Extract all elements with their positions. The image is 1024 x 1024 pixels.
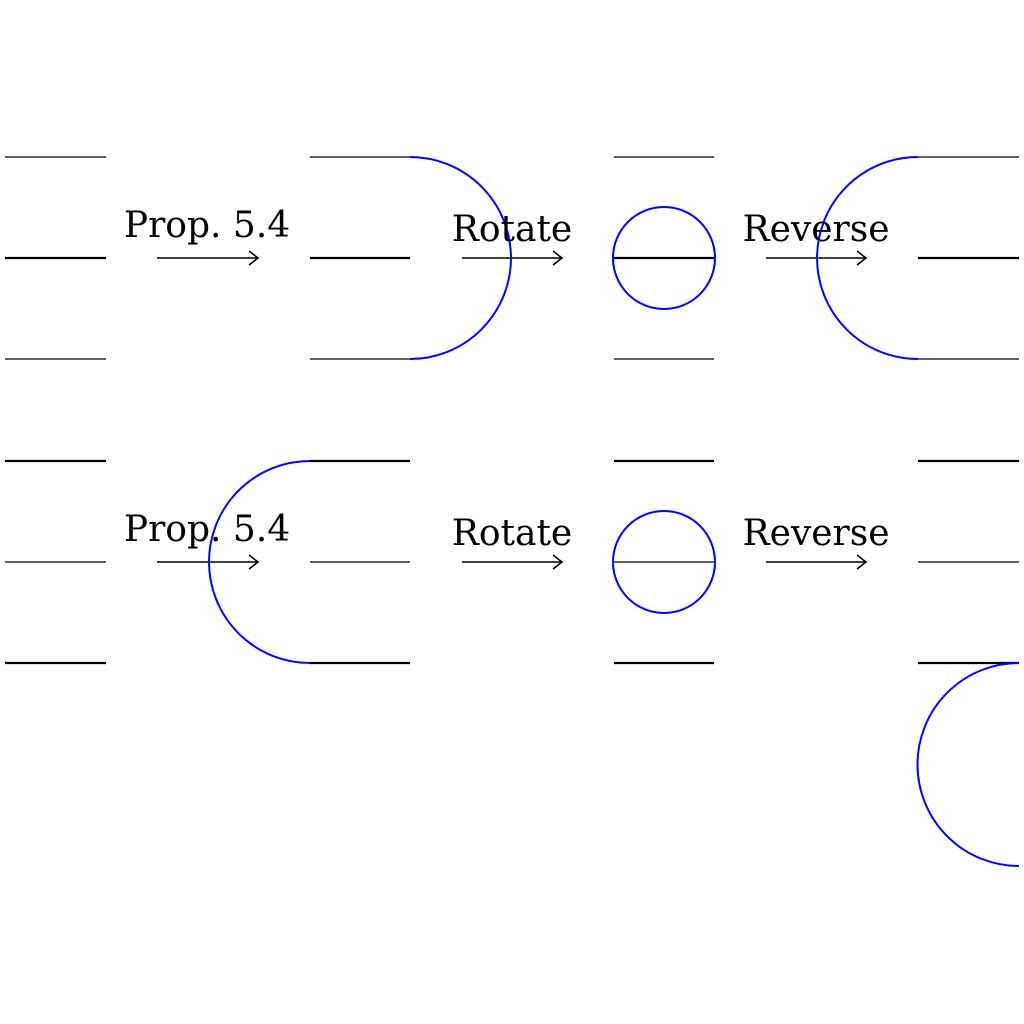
row-1: Prop. 5.4 Rotate Reverse	[5, 156, 1019, 360]
arrow-head-icon	[856, 250, 868, 266]
row-1-arrow-2: Rotate	[452, 209, 572, 266]
row-2-arrow-3: Reverse	[742, 513, 890, 570]
row-1-arrow-1: Prop. 5.4	[124, 205, 290, 266]
arrow-head-icon	[248, 554, 260, 570]
arrow-head-icon	[552, 554, 564, 570]
row-1-arrow-3: Reverse	[742, 209, 890, 266]
row-2-stage-1-strands	[5, 459, 106, 665]
arrow-head-icon	[248, 250, 260, 266]
cap-arc	[816, 156, 919, 360]
row-1-stage-3-strands	[612, 156, 716, 360]
step-label: Prop. 5.4	[124, 205, 290, 246]
row-2-arrow-2: Rotate	[452, 513, 572, 570]
row-2-arrow-1: Prop. 5.4	[124, 509, 290, 570]
row-2-stage-3-strands	[612, 459, 716, 665]
loop-circle	[612, 510, 716, 614]
cap-arc	[916, 662, 1020, 867]
row-1-stage-4-strands	[816, 156, 1019, 360]
row-1-stage-1-strands	[5, 156, 106, 360]
row-2-stage-4-strands	[916, 459, 1020, 867]
loop-circle	[612, 206, 716, 310]
step-label: Reverse	[742, 513, 889, 554]
arrow-head-icon	[856, 554, 868, 570]
row-2-stage-2-strands	[208, 459, 410, 665]
step-label: Prop. 5.4	[124, 509, 290, 550]
step-label: Rotate	[452, 513, 572, 554]
step-label: Rotate	[452, 209, 572, 250]
cap-arc	[208, 460, 311, 664]
step-label: Reverse	[742, 209, 889, 250]
row-2: Prop. 5.4 Rotate Reverse	[5, 459, 1020, 867]
arrow-head-icon	[552, 250, 564, 266]
